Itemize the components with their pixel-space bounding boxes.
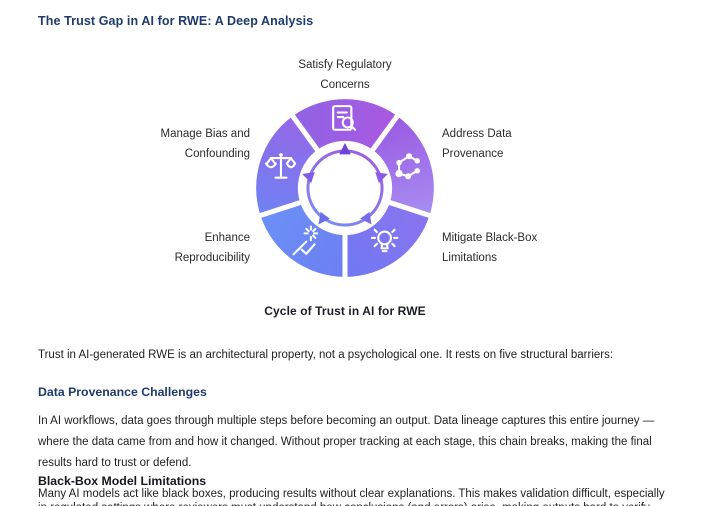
molecule-icon [395, 153, 420, 180]
paragraph-line: Many AI models act like black boxes, pro… [38, 488, 665, 500]
trust-cycle-wheel [256, 99, 434, 279]
label-address-data-provenance: Address Data Provenance [442, 128, 512, 160]
section-heading-data-provenance: Data Provenance Challenges [38, 385, 207, 399]
magic-wand-icon [292, 225, 319, 256]
diagram-caption: Cycle of Trust in AI for RWE [264, 304, 426, 318]
label-enhance-reproducibility: Enhance Reproducibility [174, 232, 250, 264]
label-mitigate-black-box: Mitigate Black-Box Limitations [442, 232, 538, 264]
wheel-hub [297, 140, 393, 236]
intro-paragraph: Trust in AI-generated RWE is an architec… [38, 349, 614, 361]
page-title: The Trust Gap in AI for RWE: A Deep Anal… [38, 14, 314, 28]
label-satisfy-regulatory: Satisfy Regulatory Concerns [298, 59, 392, 91]
document-search-icon [332, 105, 357, 131]
section-heading-black-box: Black-Box Model Limitations [38, 474, 207, 488]
paragraph-line-clipped: in regulated settings where reviewers mu… [38, 501, 652, 506]
label-manage-bias: Manage Bias and Confounding [160, 128, 250, 160]
trust-cycle-diagram: Satisfy Regulatory Concerns Manage Bias … [160, 59, 538, 279]
paragraph-line: In AI workflows, data goes through multi… [38, 415, 655, 427]
cycle-arrow-icon [302, 142, 388, 225]
paragraph-line: where the data came from and how it chan… [38, 436, 652, 448]
paragraph-line: results hard to trust or defend. [38, 457, 192, 469]
lightbulb-icon [370, 228, 399, 253]
scales-icon [264, 153, 297, 179]
